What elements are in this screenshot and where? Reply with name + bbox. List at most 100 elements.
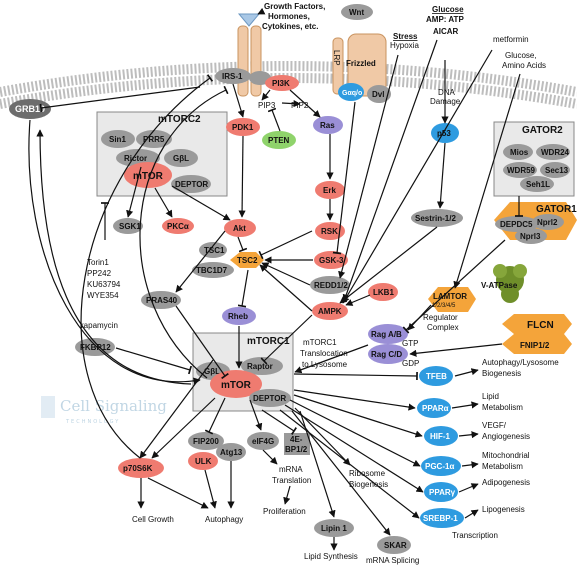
pathway-arrows <box>28 39 524 551</box>
lipogenesis-label: Lipogenesis <box>482 505 525 514</box>
ribosome-1: Ribosome <box>349 469 386 478</box>
irs1-node <box>215 68 251 84</box>
stimulus-glucose-aa-2: Amino Acids <box>502 61 546 70</box>
svg-text:FNIP1/2: FNIP1/2 <box>520 341 550 350</box>
svg-text:REDD1/2: REDD1/2 <box>314 281 348 290</box>
mtorc1-label: mTORC1 <box>247 336 290 347</box>
skar-node <box>377 536 411 554</box>
pi3k-node <box>265 75 299 91</box>
proliferation-label: Proliferation <box>263 507 306 516</box>
svg-text:PRR5: PRR5 <box>143 135 165 144</box>
sec13-node <box>540 162 570 178</box>
svg-text:PDK1: PDK1 <box>232 123 254 132</box>
regulator-label-1: Regulator <box>423 313 458 322</box>
svg-text:p70S6K: p70S6K <box>123 464 153 473</box>
deptor1-node <box>249 389 291 407</box>
svg-text:GRB10: GRB10 <box>15 104 45 114</box>
svg-text:FKBP12: FKBP12 <box>80 343 111 352</box>
svg-text:Sin1: Sin1 <box>109 135 126 144</box>
stimulus-cytokines: Cytokines, etc. <box>262 22 318 31</box>
vegf-2: Angiogenesis <box>482 432 530 441</box>
mito-2: Metabolism <box>482 462 523 471</box>
svg-text:Lipin 1: Lipin 1 <box>321 524 347 533</box>
svg-text:PPARγ: PPARγ <box>429 488 456 497</box>
redd-node <box>310 276 350 294</box>
svg-text:HIF-1: HIF-1 <box>430 432 451 441</box>
pparg-node <box>424 482 458 502</box>
watermark-logo: Cell Signaling TECHNOLOGY <box>41 396 167 425</box>
stimulus-glucose: Glucose <box>432 5 464 14</box>
p53-node <box>431 123 459 143</box>
stimulus-amp-atp: AMP: ATP <box>426 15 464 24</box>
transcription-label: Transcription <box>452 531 498 540</box>
nprl3-node <box>515 228 547 244</box>
inhibitor-1: PP242 <box>87 269 112 278</box>
svg-text:mTOR: mTOR <box>221 380 252 391</box>
vatpase-node <box>493 264 527 303</box>
wnt-node <box>341 4 373 20</box>
svg-text:Frizzled: Frizzled <box>346 59 376 68</box>
svg-text:eIF4G: eIF4G <box>252 437 274 446</box>
lipin1-node <box>314 519 354 537</box>
inhibitor-3: WYE354 <box>87 291 119 300</box>
lrp-label: LRP <box>332 50 341 66</box>
svg-text:Raptor: Raptor <box>247 362 273 371</box>
svg-text:AMPK: AMPK <box>318 307 342 316</box>
svg-text:Nprl2: Nprl2 <box>537 218 558 227</box>
svg-text:Sestrin-1/2: Sestrin-1/2 <box>415 214 456 223</box>
fnip-node <box>502 334 572 354</box>
stimulus-hormones: Hormones, <box>268 12 310 21</box>
pip2-label: PIP2 <box>291 101 309 110</box>
pdk1-node <box>226 118 260 136</box>
stimulus-growth-factors: Growth Factors, <box>264 2 325 11</box>
autophagy-lys-1: Autophagy/Lysosome <box>482 358 559 367</box>
svg-text:TFEB: TFEB <box>426 372 447 381</box>
frizzled-node <box>347 33 387 97</box>
svg-text:LKB1: LKB1 <box>373 288 394 297</box>
svg-text:DEPDC5: DEPDC5 <box>500 220 533 229</box>
svg-text:ULK: ULK <box>195 457 212 466</box>
ppara-node <box>417 398 451 418</box>
sin1-node <box>101 130 135 148</box>
raptor-node <box>241 357 283 375</box>
gator1-label: GATOR1 <box>536 204 577 215</box>
inhibitor-0: Torin1 <box>87 258 109 267</box>
pras40-node <box>141 291 181 309</box>
translocation-1: mTORC1 <box>303 338 337 347</box>
watermark-line2: TECHNOLOGY <box>65 419 120 425</box>
svg-text:GβL: GβL <box>204 367 220 376</box>
sgk1-node <box>113 218 143 234</box>
stimulus-glucose-aa-1: Glucose, <box>505 51 537 60</box>
lipid-synthesis-label: Lipid Synthesis <box>304 552 358 561</box>
svg-text:PI3K: PI3K <box>272 79 290 88</box>
gator2-label: GATOR2 <box>522 125 563 136</box>
svg-text:SKAR: SKAR <box>384 541 407 550</box>
svg-text:RSK: RSK <box>321 227 338 236</box>
svg-text:Wnt: Wnt <box>349 8 364 17</box>
pgc1a-node <box>421 456 461 476</box>
ulk-node <box>188 452 218 470</box>
seh1l-node <box>520 176 554 192</box>
p70s6k-node <box>118 458 164 478</box>
svg-text:DEPTOR: DEPTOR <box>253 394 286 403</box>
stimulus-aicar: AICAR <box>433 27 459 36</box>
svg-text:Sec13: Sec13 <box>545 166 569 175</box>
svg-text:mTOR: mTOR <box>133 171 164 182</box>
flcn-node <box>502 314 572 334</box>
ribosome-2: Biogenesis <box>349 480 388 489</box>
autophagy-label: Autophagy <box>205 515 243 524</box>
vatpase-label: V-ATPase <box>481 281 518 290</box>
ragcd-node <box>368 344 408 364</box>
tbc1d7-node <box>192 262 234 278</box>
ligand-icon <box>237 13 261 27</box>
tfeb-node <box>419 366 453 386</box>
lipid-met-2: Metabolism <box>482 403 523 412</box>
ras-node <box>313 116 343 134</box>
inhibitor-2: KU63794 <box>87 280 121 289</box>
svg-text:WDR59: WDR59 <box>507 166 536 175</box>
nprl2-node <box>532 214 564 230</box>
svg-text:GSK-3: GSK-3 <box>319 256 344 265</box>
fip200-node <box>188 432 224 450</box>
svg-text:FIP200: FIP200 <box>193 437 219 446</box>
